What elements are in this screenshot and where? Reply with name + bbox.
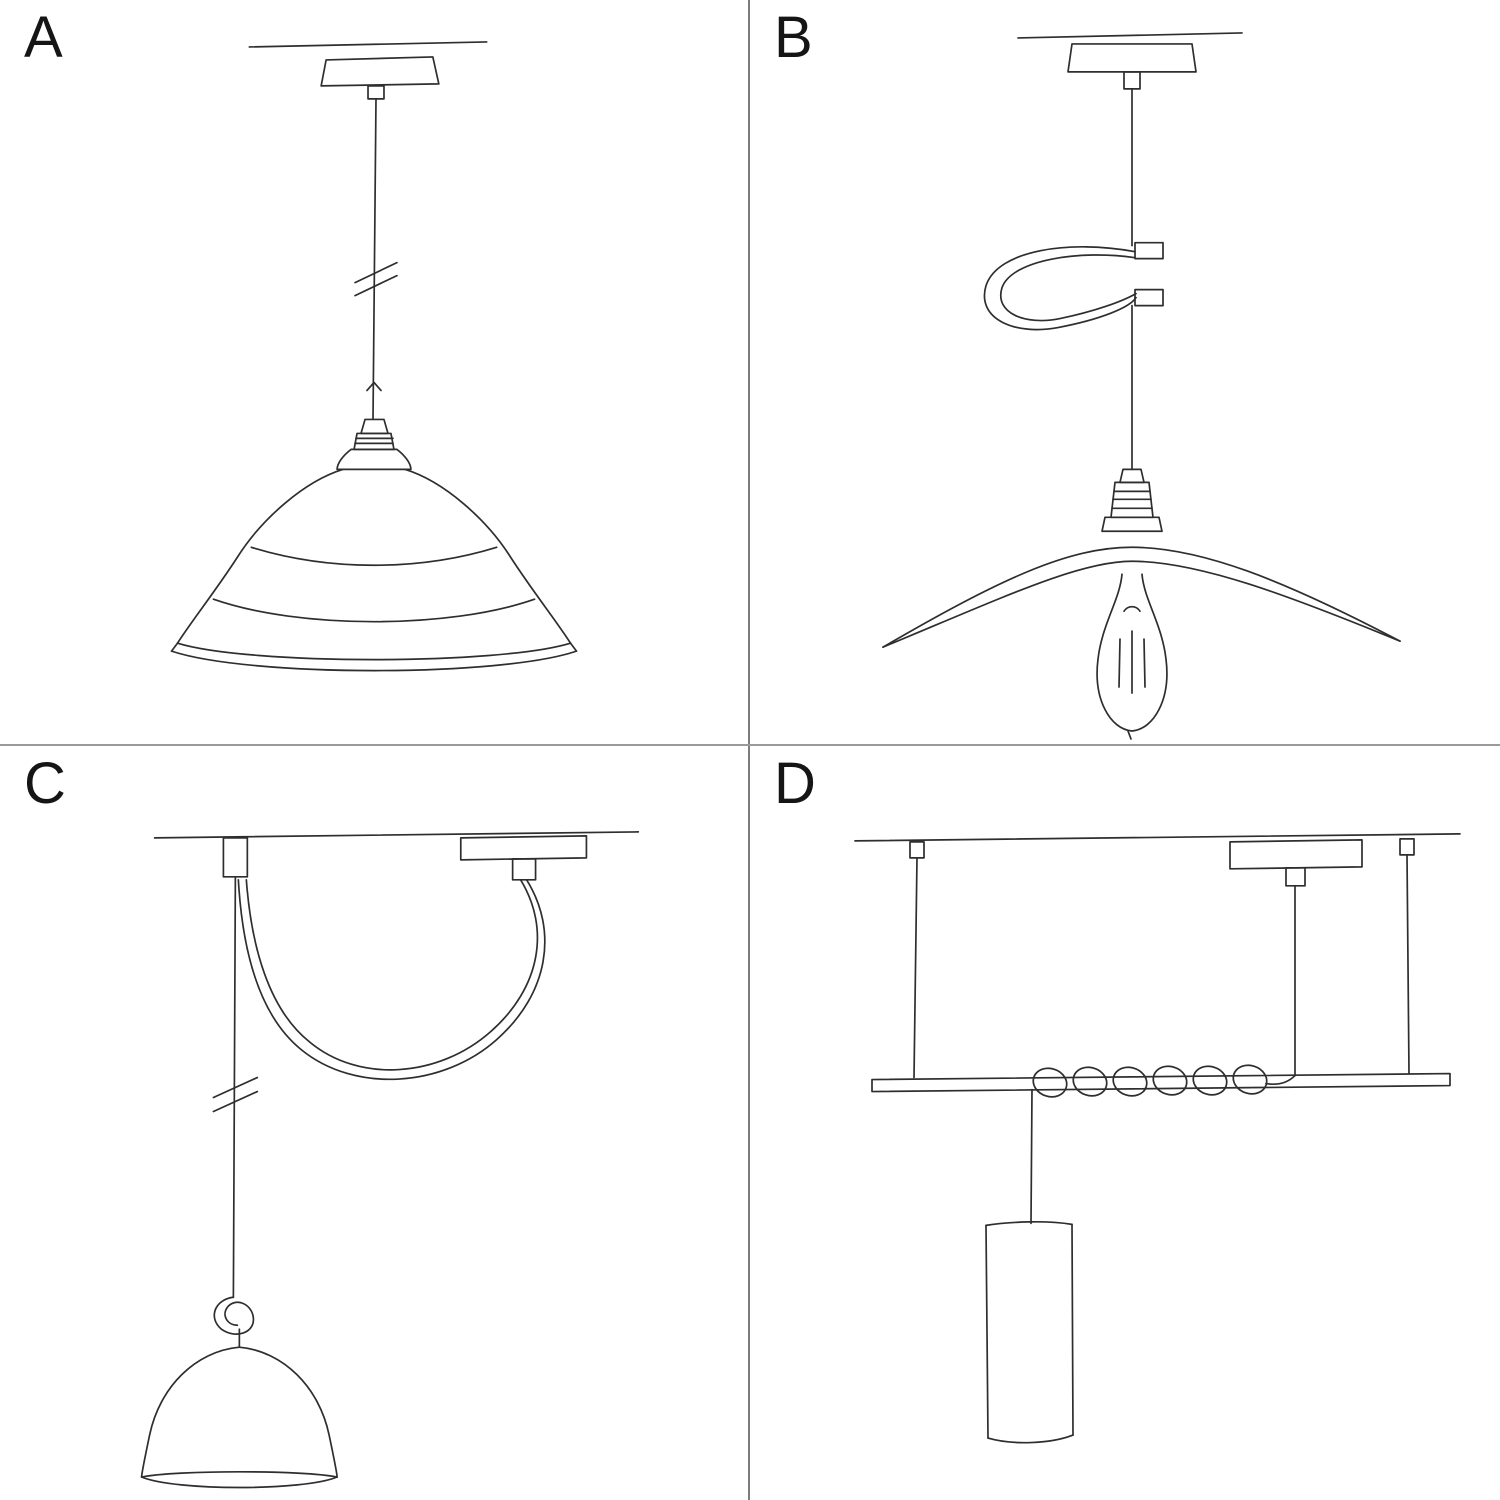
panel-d-label: D [774, 751, 817, 816]
ceiling-line [1017, 32, 1243, 39]
shade-drop-cable [1030, 1088, 1033, 1225]
pendant-bar-coiled-cable-tube-shade-sketch [854, 833, 1461, 1444]
panel-a-label: A [24, 5, 64, 70]
panel-d: D [750, 746, 1500, 1500]
lamp-holder [1101, 468, 1163, 533]
industrial-bowl-shade [170, 468, 578, 672]
rose-drop-cable [1265, 884, 1296, 1085]
swag-cable [237, 878, 546, 1081]
drop-cable [212, 875, 259, 1299]
cable-knot [213, 1296, 255, 1349]
flat-plate-shade [882, 546, 1401, 648]
panel-c: C [0, 746, 748, 1500]
panel-c-label: C [24, 751, 67, 816]
ceiling-rose [320, 56, 440, 100]
ceiling-rose [1229, 839, 1363, 887]
bell-shade [140, 1346, 338, 1489]
panel-b-label: B [774, 5, 814, 70]
ceiling-line [248, 41, 488, 48]
pendant-cable [354, 98, 398, 421]
lamp-holder [336, 418, 412, 471]
panel-a: A [0, 0, 748, 744]
pendant-industrial-shade-sketch [170, 41, 578, 672]
pendant-cable-clip-flat-shade-bulb-sketch [882, 32, 1401, 740]
tube-shade [985, 1220, 1074, 1444]
suspension-wires [909, 838, 1415, 1079]
vertical-divider [748, 0, 750, 1500]
ceiling-line [153, 831, 640, 839]
ceiling-rose [459, 835, 588, 881]
coiled-cable [1032, 1064, 1268, 1098]
ceiling-rose [1067, 43, 1197, 90]
panel-b: B [750, 0, 1500, 744]
horizontal-divider [0, 744, 1500, 746]
swag-pendant-hook-bell-shade-sketch [140, 831, 640, 1489]
ceiling-line [854, 833, 1461, 842]
ceiling-hook [222, 837, 249, 878]
light-bulb [1096, 573, 1168, 740]
horizontal-bar [871, 1072, 1451, 1093]
cable-loop-and-clip [983, 241, 1164, 331]
